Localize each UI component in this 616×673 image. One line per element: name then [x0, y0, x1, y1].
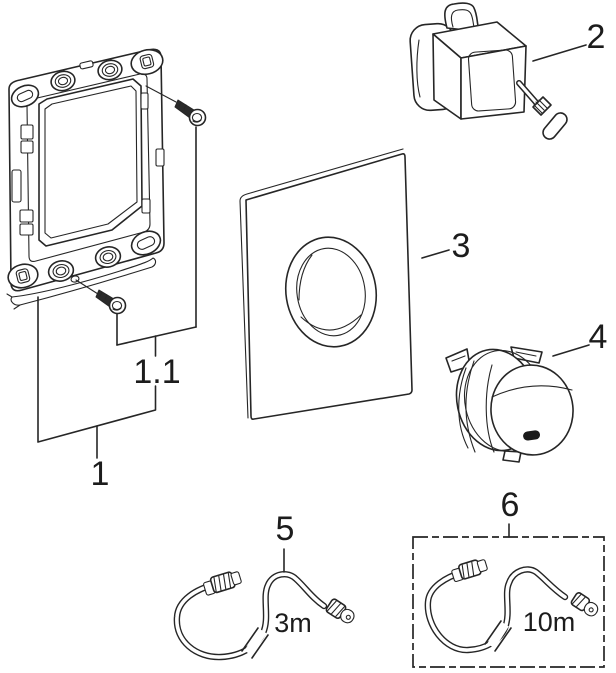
callout-lines-1: [37, 126, 197, 459]
callout-label-2: 2: [586, 18, 606, 56]
callout-label-1-1: 1.1: [133, 353, 181, 391]
part-5-hose-3m-drawing: [173, 571, 355, 661]
callout-label-6: 6: [500, 486, 520, 524]
part-2-control-box-drawing: [409, 2, 568, 140]
callout-label-1: 1: [90, 455, 110, 493]
part-6-hose-10m-drawing: [412, 536, 605, 668]
part-1-mounting-frame-drawing: [6, 48, 165, 310]
leader-line-2: [532, 44, 587, 62]
part-4-actuator-button-drawing: [445, 346, 574, 463]
callout-label-4: 4: [588, 318, 608, 356]
part-1-1-screws-drawing: [75, 85, 207, 315]
callout-label-5: 5: [275, 510, 295, 548]
callout-label-3: 3: [451, 227, 471, 265]
leader-line-3: [421, 249, 450, 259]
part-3-flush-plate-drawing: [239, 148, 413, 420]
hose-length-label-3m: 3m: [274, 608, 312, 638]
leader-line-4: [552, 344, 590, 357]
hose-length-label-10m: 10m: [522, 607, 576, 637]
